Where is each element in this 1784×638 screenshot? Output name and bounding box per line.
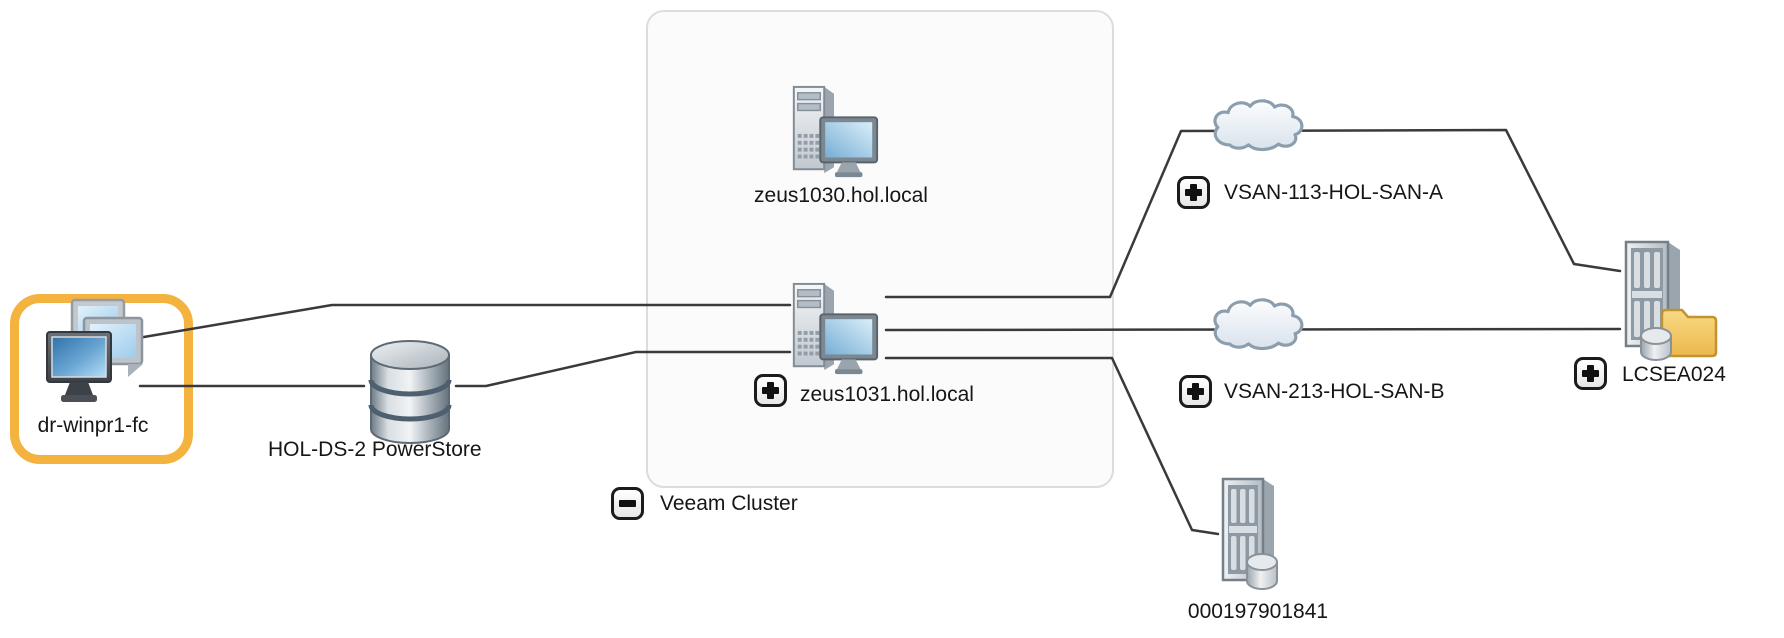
node-label-lcsea024: LCSEA024 <box>1622 363 1726 386</box>
minus-icon <box>619 500 636 507</box>
expand-button-zeus1031[interactable] <box>754 374 787 407</box>
plus-icon <box>767 382 774 399</box>
fabric-cloud-icon-vsan213[interactable] <box>1206 295 1310 355</box>
expand-button-vsan113[interactable] <box>1177 176 1210 209</box>
group-label-veeam-cluster: Veeam Cluster <box>660 492 798 515</box>
edge-drwinpr1-zeus1031 <box>136 303 792 340</box>
storage-array-icon-000197901841[interactable] <box>1219 477 1303 593</box>
edge-zeus1031-vsanA-lcsea024 <box>884 128 1622 299</box>
selected-node-highlight <box>10 294 193 464</box>
server-icon-zeus1031[interactable] <box>785 280 883 378</box>
node-label-vsan213: VSAN-213-HOL-SAN-B <box>1224 380 1445 403</box>
plus-icon <box>1587 365 1594 382</box>
server-icon-zeus1030[interactable] <box>785 83 883 181</box>
collapse-button-veeam-cluster[interactable] <box>611 487 644 520</box>
database-cylinder-icon[interactable] <box>366 338 454 446</box>
node-label-hol-ds-2-powerstore: HOL-DS-2 PowerStore <box>268 438 482 461</box>
expand-button-lcsea024[interactable] <box>1574 357 1607 390</box>
edge-powerstore-zeus1031 <box>454 350 792 388</box>
stacked-monitors-icon[interactable] <box>40 296 150 408</box>
veeam-cluster-group-box[interactable] <box>646 10 1114 488</box>
node-label-dr-winpr1-fc: dr-winpr1-fc <box>37 414 149 437</box>
fabric-cloud-icon-vsan113[interactable] <box>1206 96 1310 156</box>
node-label-zeus1031: zeus1031.hol.local <box>800 383 974 406</box>
node-label-zeus1030: zeus1030.hol.local <box>754 184 928 207</box>
expand-button-vsan213[interactable] <box>1179 375 1212 408</box>
plus-icon <box>1190 184 1197 201</box>
plus-icon <box>1192 383 1199 400</box>
node-label-vsan113: VSAN-113-HOL-SAN-A <box>1224 181 1444 204</box>
storage-array-icon-lcsea024[interactable] <box>1622 240 1718 362</box>
node-label-000197901841: 000197901841 <box>1187 600 1329 623</box>
edge-zeus1031-000197901841 <box>884 356 1220 536</box>
